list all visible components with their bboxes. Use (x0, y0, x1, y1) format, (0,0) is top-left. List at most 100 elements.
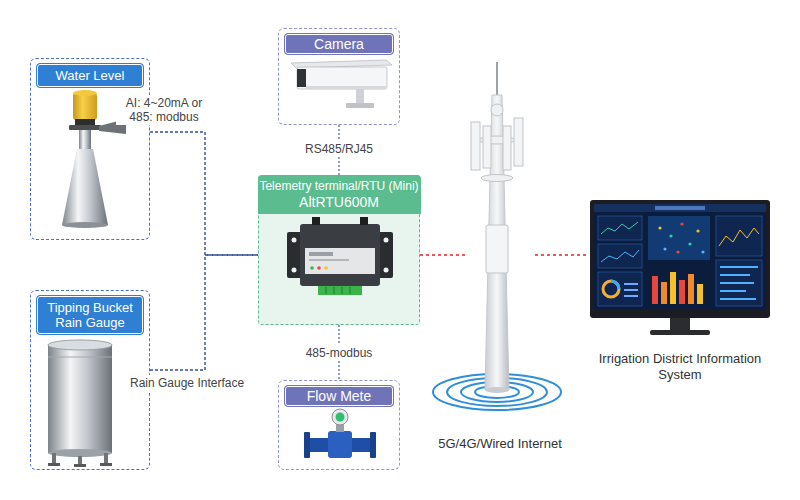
network-node: 5G/4G/Wired Internet (465, 62, 535, 452)
radar-level-sensor (75, 119, 95, 125)
flow-meter-illustration (306, 438, 374, 452)
rtu-device (350, 287, 351, 294)
rain-gauge-illustration (48, 340, 112, 350)
monitor-screen (720, 282, 754, 284)
connector-line (150, 255, 258, 370)
monitor-screen (598, 244, 642, 268)
radar-level-sensor (73, 93, 97, 120)
rtu-device (318, 286, 362, 295)
monitor-screen (652, 276, 658, 304)
monitor-screen (598, 272, 642, 306)
monitor-screen (720, 290, 746, 292)
monitor-screen (624, 295, 638, 297)
rtu-device (360, 217, 368, 225)
connector-line (150, 132, 258, 255)
rain-gauge-illustration (48, 345, 112, 453)
rtu-device (334, 287, 335, 294)
cell-tower (481, 175, 513, 182)
rtu-device (287, 232, 302, 278)
cell-tower (496, 62, 498, 96)
rtu-device (310, 266, 314, 270)
rain-gauge-illustration (48, 449, 112, 457)
monitor-screen (655, 206, 705, 210)
monitor-screen (679, 280, 685, 304)
rain-gauge-illustration (52, 453, 56, 464)
cell-tower (433, 62, 561, 410)
radar-level-sensor (62, 222, 108, 228)
monitor-screen (716, 260, 762, 306)
cell-tower (471, 122, 480, 170)
monitor-screen (594, 204, 766, 212)
monitor-screen (720, 266, 758, 268)
box-heading: AltRTU600M (258, 194, 421, 211)
rtu-device (312, 217, 320, 225)
rtu-device (317, 266, 321, 270)
connector-label: AI: 4~20mA or 485: modbus (116, 95, 212, 125)
monitor-screen (601, 250, 639, 262)
cell-tower (503, 126, 511, 170)
monitor-screen (661, 282, 667, 304)
monitor-screen (658, 226, 661, 229)
camera-illustration (291, 60, 392, 108)
cell-tower (475, 386, 519, 398)
connector-label: Rain Gauge Interface (128, 375, 246, 391)
monitor-screen (590, 200, 770, 318)
box-heading: Water Level (36, 63, 144, 88)
rain-gauge-illustration (48, 463, 60, 466)
monitor-screen (670, 318, 690, 330)
rain-gauge-illustration (74, 464, 86, 467)
monitor-screen (601, 222, 638, 234)
flow-meter-illustration (332, 409, 348, 425)
rtu-header: Telemetry terminal/RTU (Mini)AltRTU600M (258, 175, 421, 214)
cell-tower (433, 374, 561, 410)
monitor-screen (676, 250, 679, 253)
connector-line (420, 254, 465, 256)
cell-tower (485, 387, 509, 393)
camera-illustration (356, 89, 364, 103)
monitor-screen (603, 281, 619, 297)
rtu-device (292, 238, 297, 243)
monitor-screen (720, 298, 756, 300)
radar-level-sensor (69, 125, 101, 130)
flow-meter-illustration (328, 431, 352, 458)
monitor-screen (624, 289, 638, 291)
monitor-screen (697, 284, 703, 304)
rtu-device (342, 287, 343, 294)
cell-tower (461, 382, 533, 402)
rain-gauge-illustration (48, 340, 112, 467)
cell-tower (483, 126, 491, 168)
cell-tower (447, 378, 547, 406)
monitor-screen (648, 216, 710, 260)
camera-illustration (297, 69, 306, 87)
rtu-device (300, 224, 380, 286)
flow-meter-illustration (336, 413, 345, 422)
connector-line (535, 254, 588, 256)
rain-gauge-illustration (48, 357, 112, 358)
rtu-device (305, 248, 375, 274)
rtu-device (292, 268, 297, 273)
monitor-screen (719, 228, 759, 246)
camera-illustration (306, 86, 387, 89)
rtu-device (378, 232, 393, 278)
rain-gauge-illustration (78, 456, 82, 465)
camera-illustration (346, 103, 374, 108)
rtu-device (309, 259, 349, 261)
monitor-screen (590, 200, 770, 335)
monitor-screen (624, 283, 638, 285)
monitor-screen (716, 216, 762, 256)
cell-tower (485, 95, 509, 390)
sensor-box: Water Level (30, 58, 150, 240)
monitor-screen (680, 222, 683, 225)
radar-level-sensor (79, 130, 91, 149)
flow-meter-illustration (336, 424, 344, 432)
device-box: Camera (278, 28, 400, 125)
rain-gauge-illustration (104, 453, 108, 464)
monitor-screen (663, 247, 666, 250)
node-caption: 5G/4G/Wired Internet (420, 436, 580, 452)
connector-label: RS485/RJ45 (303, 141, 375, 157)
connector-label: 485-modbus (304, 345, 375, 361)
cell-tower (514, 118, 523, 166)
